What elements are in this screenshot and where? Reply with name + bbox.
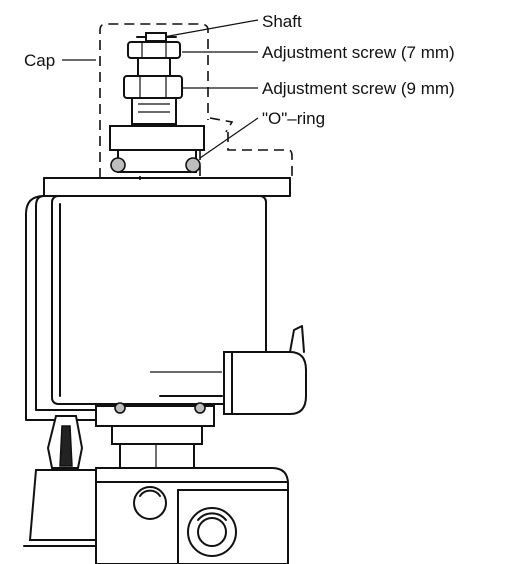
shaft: [136, 32, 177, 42]
adjustment-screw-7mm: [127, 41, 181, 77]
left-fitting: [23, 415, 97, 547]
mounting-bracket: [25, 177, 291, 421]
valve-body: [95, 467, 289, 564]
valve-stem: [111, 425, 203, 469]
o-ring-seals: [110, 157, 201, 173]
solenoid-coil: [51, 195, 267, 405]
base-plate: [95, 402, 215, 427]
cap-outline: [99, 23, 293, 180]
label-shaft: Shaft: [262, 12, 302, 31]
label-o-ring: "O"–ring: [262, 109, 325, 128]
label-adjustment-screw-9mm: Adjustment screw (9 mm): [262, 79, 455, 98]
electrical-connector: [150, 325, 307, 415]
label-cap: Cap: [24, 51, 55, 70]
adjustment-screw-9mm: [123, 75, 183, 125]
label-adjustment-screw-7mm: Adjustment screw (7 mm): [262, 43, 455, 62]
